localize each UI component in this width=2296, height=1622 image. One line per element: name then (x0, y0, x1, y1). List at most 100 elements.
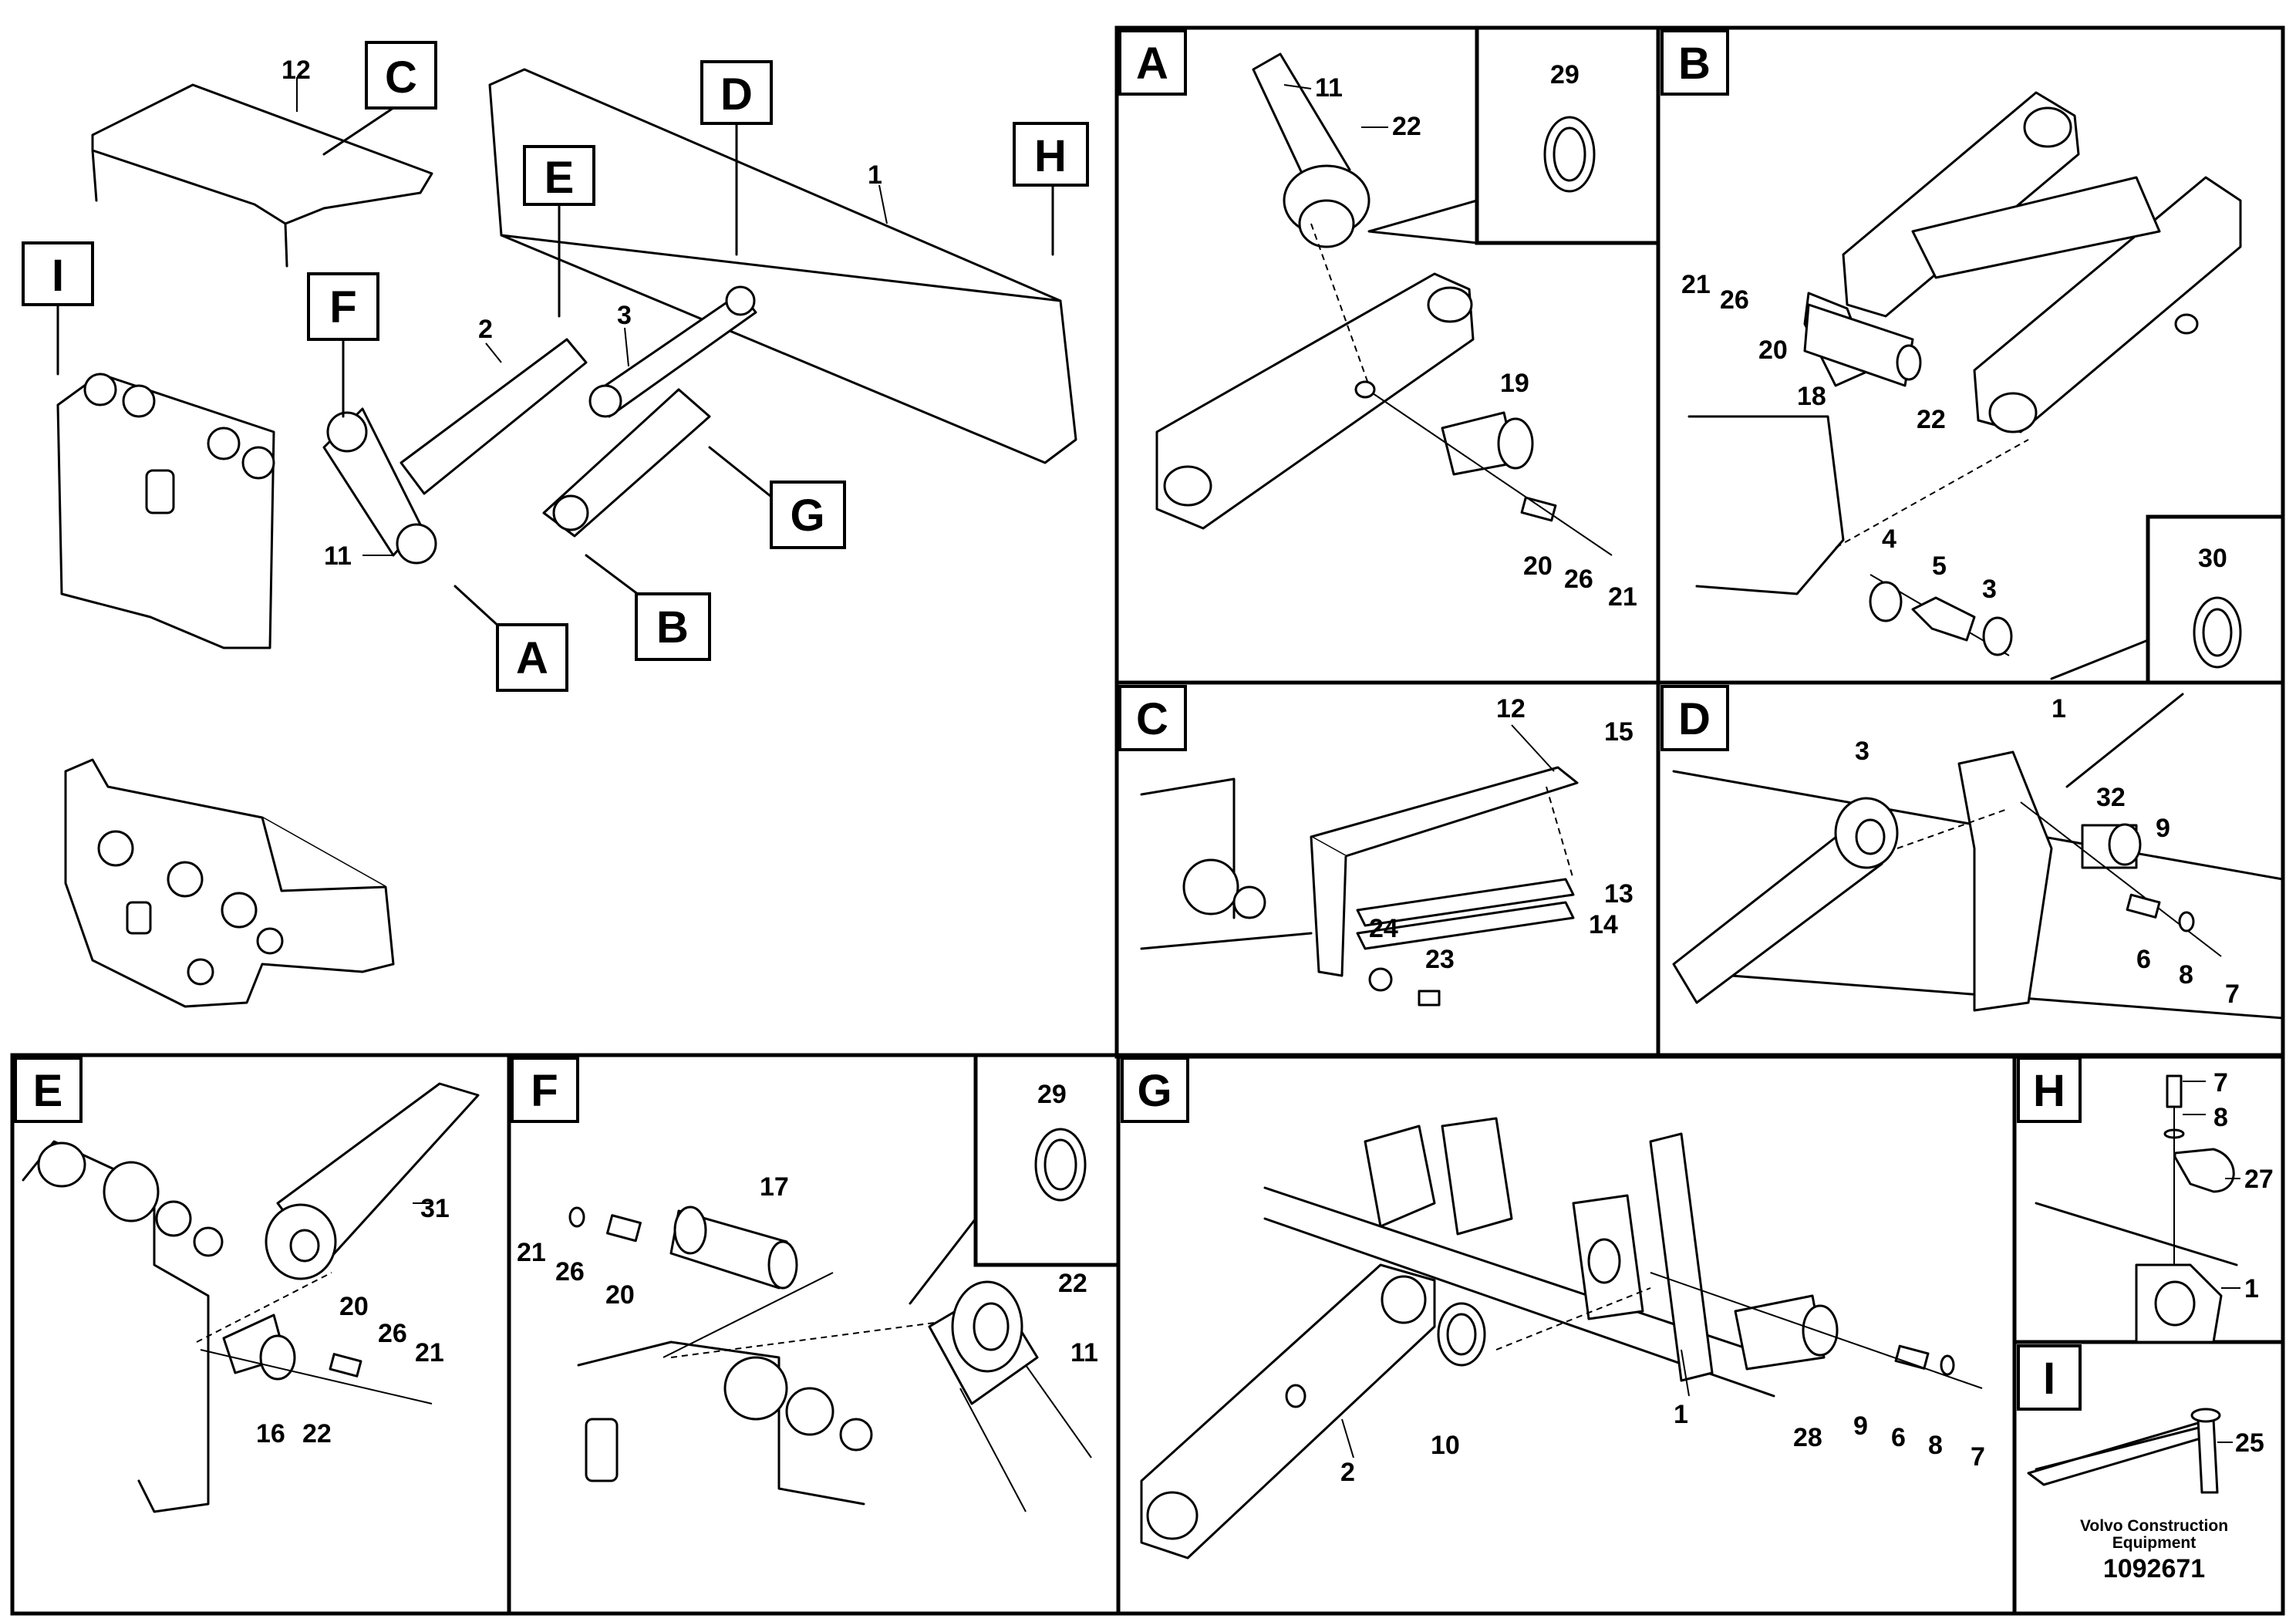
detail-g-part-6: 6 (1891, 1423, 1906, 1452)
detail-g-label: G (1137, 1066, 1172, 1116)
part-number-11: 11 (324, 541, 352, 571)
callout-i: I (52, 251, 64, 301)
detail-a-part-29: 29 (1550, 60, 1580, 89)
detail-h-part-27: 27 (2244, 1165, 2274, 1194)
detail-f-label: F (531, 1066, 558, 1116)
detail-g-part-9: 9 (1853, 1411, 1868, 1441)
detail-d-part-1: 1 (2052, 694, 2066, 723)
detail-d-part-6: 6 (2136, 945, 2151, 974)
detail-c-part-23: 23 (1425, 945, 1455, 974)
detail-c: C 12 15 13 14 24 23 (1118, 685, 1633, 1007)
detail-d: D 1 3 32 9 6 8 7 (1660, 685, 2284, 1020)
detail-f-part-11: 11 (1070, 1338, 1098, 1367)
detail-b-part-20: 20 (1758, 336, 1788, 365)
callout-g: G (790, 491, 824, 541)
detail-c-part-12: 12 (1496, 694, 1526, 723)
part-number-1: 1 (868, 160, 882, 190)
detail-h: H 7 8 27 1 (2017, 1057, 2274, 1344)
part-number-12: 12 (282, 56, 311, 85)
overview-callouts: C D E F G H I A B (22, 41, 1089, 692)
detail-f-part-26: 26 (555, 1257, 585, 1286)
detail-h-part-7: 7 (2213, 1068, 2228, 1098)
detail-a-part-22: 22 (1392, 112, 1421, 141)
pointer-c (322, 106, 395, 156)
callout-a: A (516, 633, 548, 683)
detail-d-part-7: 7 (2225, 980, 2240, 1009)
leader (485, 342, 502, 363)
detail-f-part-21: 21 (517, 1238, 546, 1267)
detail-b-part-4: 4 (1882, 524, 1896, 554)
detail-b-part-5: 5 (1932, 551, 1947, 581)
link-eye (588, 384, 622, 418)
frame-lug (83, 373, 117, 406)
detail-b-label: B (1678, 39, 1711, 89)
detail-a-label: A (1136, 39, 1168, 89)
link-eye (725, 285, 756, 316)
detail-d-part-9: 9 (2156, 814, 2170, 843)
detail-b: B 21 26 20 18 22 4 5 3 30 (1660, 29, 2283, 683)
detail-h-part-8: 8 (2213, 1103, 2228, 1132)
detail-g-part-7: 7 (1971, 1442, 1985, 1472)
overview-drawing (56, 68, 1077, 649)
detail-h-part-1: 1 (2244, 1274, 2259, 1303)
frame-lug (122, 384, 156, 418)
detail-a-part-26: 26 (1564, 565, 1593, 594)
detail-e-part-16: 16 (256, 1419, 285, 1448)
detail-e-part-26: 26 (378, 1319, 407, 1348)
drawing-number: 1092671 (2103, 1554, 2205, 1583)
callout-f: F (329, 282, 356, 332)
leader (624, 327, 629, 367)
detail-b-part-22: 22 (1917, 405, 1946, 434)
detail-d-part-8: 8 (2179, 960, 2193, 990)
detail-i: I 25 (2017, 1344, 2264, 1494)
callout-d: D (720, 69, 753, 120)
detail-b-part-3: 3 (1982, 575, 1997, 604)
link-2 (400, 338, 588, 495)
detail-e: E 31 20 26 21 16 22 (14, 1057, 480, 1513)
cylinder-eye (326, 411, 368, 453)
detail-g-part-2: 2 (1340, 1458, 1355, 1487)
detail-f-part-22: 22 (1058, 1269, 1087, 1298)
detail-f-part-17: 17 (760, 1172, 789, 1202)
detail-f-part-20: 20 (605, 1280, 635, 1310)
detail-c-part-24: 24 (1369, 914, 1398, 943)
detail-f-part-29: 29 (1037, 1080, 1067, 1109)
detail-d-part-32: 32 (2096, 783, 2126, 812)
detail-f: F 29 17 21 26 20 22 11 (511, 1055, 1118, 1512)
detail-e-label: E (33, 1066, 63, 1116)
detail-a: A 11 22 29 19 20 26 21 (1118, 28, 1657, 612)
link-eye (552, 494, 589, 531)
detail-a-part-20: 20 (1523, 551, 1553, 581)
detail-a-part-11: 11 (1315, 73, 1343, 103)
callout-b: B (656, 602, 689, 653)
detail-d-part-3: 3 (1855, 737, 1870, 766)
detail-d-label: D (1678, 694, 1711, 744)
detail-b-part-21: 21 (1681, 270, 1711, 299)
detail-i-part-25: 25 (2235, 1428, 2264, 1458)
blade (488, 68, 1077, 464)
detail-g-part-28: 28 (1793, 1423, 1822, 1452)
frame-slot (145, 469, 175, 514)
cover-bracket-right (284, 222, 288, 268)
detail-a-part-19: 19 (1500, 369, 1529, 398)
cover-bracket-left (91, 149, 98, 202)
detail-i-label: I (2043, 1354, 2055, 1404)
cover-plate (91, 83, 433, 225)
callout-e: E (544, 153, 575, 203)
part-number-3: 3 (617, 301, 632, 330)
detail-h-label: H (2033, 1066, 2065, 1116)
detail-b-part-18: 18 (1797, 382, 1826, 411)
part-number-2: 2 (478, 315, 493, 344)
detail-e-part-20: 20 (339, 1292, 369, 1321)
detail-frames (10, 25, 2285, 1616)
frame-body (56, 373, 275, 649)
detail-b-part-26: 26 (1720, 285, 1749, 315)
detail-a-part-21: 21 (1608, 582, 1637, 612)
callout-h: H (1034, 131, 1067, 181)
assembly-thumbnail (64, 758, 395, 1008)
detail-b-part-30: 30 (2198, 544, 2227, 573)
frame-lug (241, 446, 275, 480)
detail-c-label: C (1136, 694, 1168, 744)
